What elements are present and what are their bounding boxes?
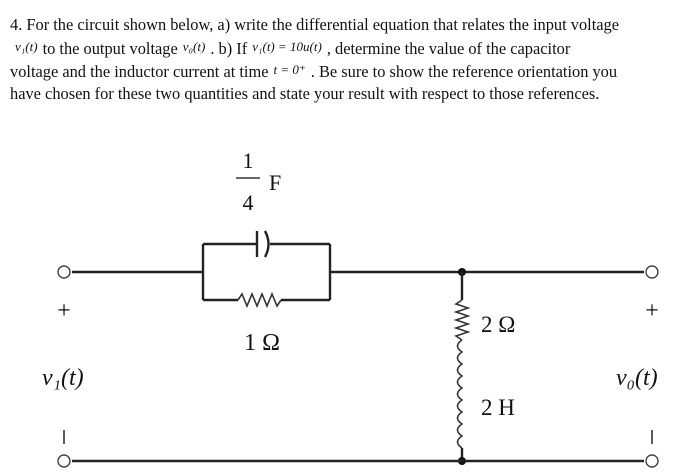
inductor-label: 2 H — [481, 395, 515, 420]
problem-text-2b: . b) If — [210, 38, 248, 58]
output-voltage-label: v₀(t) — [616, 365, 658, 391]
capacitor-unit: F — [269, 170, 281, 195]
problem-line-4: have chosen for these two quantities and… — [10, 83, 694, 105]
output-terminal-bottom — [645, 454, 659, 468]
problem-text-3b: . Be sure to show the reference orientat… — [310, 62, 618, 81]
resistor-2-label: 2 Ω — [481, 312, 515, 337]
resistor-1-label: 1 Ω — [244, 330, 280, 356]
input-plus-sign: + — [57, 298, 71, 324]
capacitor-plate-curved — [263, 230, 270, 258]
input-terminal-bottom — [57, 454, 71, 468]
math-input-step: v₁(t) = 10u(t) — [252, 38, 322, 54]
inductor-coil — [456, 339, 464, 449]
output-terminal-top — [645, 265, 659, 279]
resistor-1-zigzag — [237, 291, 282, 309]
resistor-2-zigzag — [453, 299, 471, 341]
math-v1: v₁(t) — [15, 38, 38, 54]
input-voltage-label: v₁(t) — [42, 365, 84, 391]
problem-text-1a: 4. For the circuit shown below, a) write… — [10, 15, 619, 34]
problem-text-2c: , determine the value of the capacitor — [326, 38, 571, 58]
input-terminal-top — [57, 265, 71, 279]
capacitor-value-denominator: 4 — [243, 190, 254, 215]
problem-statement: 4. For the circuit shown below, a) write… — [10, 14, 694, 104]
math-t0plus: t = 0⁺ — [273, 62, 306, 77]
problem-text-4a: have chosen for these two quantities and… — [10, 83, 600, 103]
capacitor-value-numerator: 1 — [243, 148, 254, 173]
output-plus-sign: + — [645, 298, 659, 324]
problem-text-2a: to the output voltage — [42, 38, 178, 58]
problem-line-1: 4. For the circuit shown below, a) write… — [10, 14, 694, 36]
problem-text-3a: voltage and the inductor current at time — [10, 62, 269, 81]
math-v0: v₀(t) — [182, 38, 206, 54]
problem-line-3: voltage and the inductor current at time… — [10, 59, 694, 83]
